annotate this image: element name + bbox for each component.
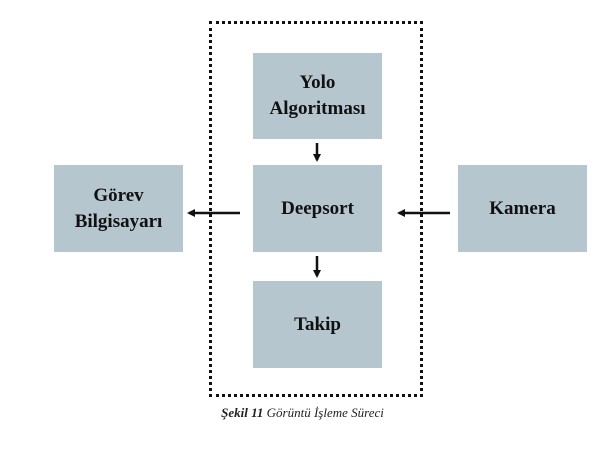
processing-group-frame xyxy=(209,21,423,397)
mission-computer-label-line-1: Görev xyxy=(93,184,144,206)
tracking-label: Takip xyxy=(294,313,341,335)
yolo-algorithm-box: Yolo Algoritması xyxy=(253,53,382,139)
mission-computer-box: Görev Bilgisayarı xyxy=(54,165,183,252)
camera-box: Kamera xyxy=(458,165,587,252)
figure-caption-text: Görüntü İşleme Süreci xyxy=(266,405,384,420)
figure-caption: Şekil 11 Görüntü İşleme Süreci xyxy=(0,405,605,421)
yolo-label-line-2: Algoritması xyxy=(269,98,366,119)
deepsort-label: Deepsort xyxy=(281,197,354,219)
mission-computer-label-line-2: Bilgisayarı xyxy=(74,210,163,232)
tracking-box: Takip xyxy=(253,281,382,368)
camera-label: Kamera xyxy=(489,197,556,219)
yolo-label-line-1: Yolo xyxy=(299,72,336,93)
figure-caption-label: Şekil 11 xyxy=(221,405,264,420)
deepsort-box: Deepsort xyxy=(253,165,382,252)
